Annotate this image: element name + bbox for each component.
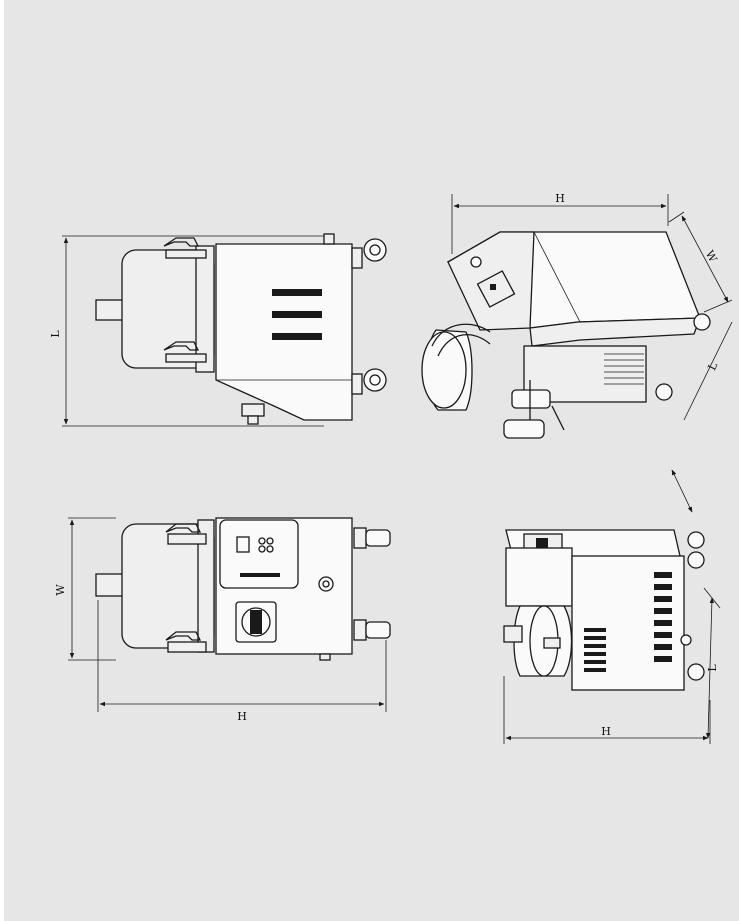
side-view: L — [49, 233, 387, 427]
caster-wheel-left — [353, 527, 391, 549]
caster-wheel-bottom — [351, 368, 387, 395]
caster-wheel-top — [351, 238, 387, 269]
side-view-dimension-l: L — [49, 330, 62, 338]
iso-lower-dimension-h: H — [601, 725, 611, 738]
iso-upper-dimension-h: H — [555, 192, 565, 205]
top-view-dimension-h: H — [237, 710, 247, 723]
iso-upper-dimension-w: W — [703, 248, 720, 265]
top-view-dimension-w: W — [54, 584, 67, 596]
iso-view-lower: L H — [503, 469, 721, 744]
control-panel — [219, 519, 299, 589]
iso-lower-vents — [584, 572, 672, 672]
iso-view-upper: H W L — [421, 192, 733, 439]
drawing-sheet: L — [4, 0, 739, 921]
caster-wheel-right — [353, 619, 391, 641]
side-vent-grille — [272, 289, 322, 340]
rotary-switch — [235, 601, 277, 643]
technical-drawing: L — [49, 192, 733, 744]
top-view: W H — [54, 517, 391, 723]
iso-lower-dimension-l: L — [706, 664, 719, 672]
iso-upper-fins — [604, 353, 644, 385]
